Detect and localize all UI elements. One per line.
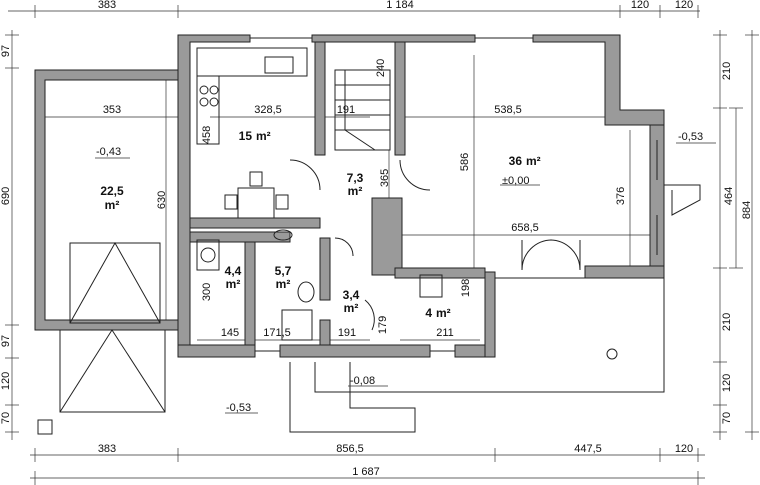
right-dimension-labels: 210 376 210 120 70 464 884 <box>615 62 753 424</box>
unit-boiler: m² <box>226 277 241 291</box>
area-kitchen: 15 <box>239 129 253 143</box>
area-garage: 22,5 <box>100 184 124 198</box>
dim-wc-width: 191 <box>338 327 356 339</box>
dim-kitchen-depth: 458 <box>201 126 213 144</box>
top-dimension-labels: 383 1 184 120 120 <box>98 0 693 11</box>
dim-right-mid: 464 <box>723 187 735 205</box>
unit-living: m² <box>526 154 541 168</box>
dim-garage-height: 630 <box>156 191 168 209</box>
level-drive: -0,53 <box>226 402 251 414</box>
unit-hall: m² <box>348 184 363 198</box>
dim-living-full-width: 658,5 <box>511 222 539 234</box>
unit-wc: m² <box>344 301 359 315</box>
unit-laundry: m² <box>436 306 451 320</box>
area-boiler: 4,4 <box>225 264 242 278</box>
dim-right-total: 884 <box>741 201 753 219</box>
dim-living-depth: 586 <box>459 153 471 171</box>
unit-kitchen: m² <box>256 129 271 143</box>
dim-bath-width: 171,5 <box>263 327 291 339</box>
dim-top-house: 1 184 <box>386 0 414 11</box>
left-dimension-labels: 97 690 97 120 70 <box>0 45 12 424</box>
dim-left-3: 97 <box>0 335 12 347</box>
dim-left-5: 70 <box>0 412 12 424</box>
dim-left-4: 120 <box>0 372 12 390</box>
dim-right-2: 376 <box>615 187 627 205</box>
walls <box>34 34 665 358</box>
area-laundry: 4 <box>425 306 432 320</box>
unit-garage: m² <box>105 198 120 212</box>
level-markers: -0,43 ±0,00 -0,53 -0,08 -0,53 <box>95 131 716 414</box>
dim-top-garage: 383 <box>98 0 116 11</box>
dim-bottom-terrace: 447,5 <box>574 443 602 455</box>
dim-laundry-depth: 198 <box>460 279 472 297</box>
dim-top-porch: 120 <box>675 0 693 11</box>
dim-boiler-depth: 300 <box>201 283 213 301</box>
dim-stair-width: 191 <box>337 104 355 116</box>
area-wc: 3,4 <box>343 288 360 302</box>
area-living: 36 <box>509 154 523 168</box>
room-areas: 22,5 m² 15 m² 7,3 m² 36 m² 4,4 m² 5,7 m²… <box>100 129 540 320</box>
dim-wc-depth: 179 <box>377 316 389 334</box>
level-garage: -0,43 <box>96 146 121 158</box>
dim-bottom-porch: 120 <box>675 443 693 455</box>
dim-bottom-front: 856,5 <box>336 443 364 455</box>
bottom-dimension-labels: 383 856,5 447,5 120 1 687 <box>98 443 693 478</box>
area-bathroom: 5,7 <box>275 264 292 278</box>
dim-stair-length: 240 <box>375 59 387 77</box>
dim-top-offset: 120 <box>631 0 649 11</box>
dim-right-4: 120 <box>721 374 733 392</box>
dim-right-5: 70 <box>721 412 733 424</box>
dim-laundry-width: 211 <box>436 327 454 339</box>
dim-garage-width: 353 <box>103 104 121 116</box>
dim-bottom-total: 1 687 <box>352 466 380 478</box>
unit-bathroom: m² <box>276 277 291 291</box>
area-hall: 7,3 <box>347 171 364 185</box>
dim-hall-height: 365 <box>379 169 391 187</box>
level-entrance: -0,08 <box>350 375 375 387</box>
dim-bottom-garage: 383 <box>98 443 116 455</box>
dim-boiler-width: 145 <box>221 327 239 339</box>
fixtures <box>37 37 701 435</box>
dim-living-width: 538,5 <box>494 104 522 116</box>
dim-left-2: 690 <box>0 187 12 205</box>
dim-right-3: 210 <box>721 313 733 331</box>
level-living: ±0,00 <box>502 175 529 187</box>
interior-dimension-labels: 353 630 328,5 458 191 240 365 538,5 586 … <box>103 59 539 339</box>
dim-right-1: 210 <box>721 62 733 80</box>
dim-kitchen-width: 328,5 <box>254 104 282 116</box>
level-terrace: -0,53 <box>678 131 703 143</box>
dim-left-1: 97 <box>0 45 12 57</box>
